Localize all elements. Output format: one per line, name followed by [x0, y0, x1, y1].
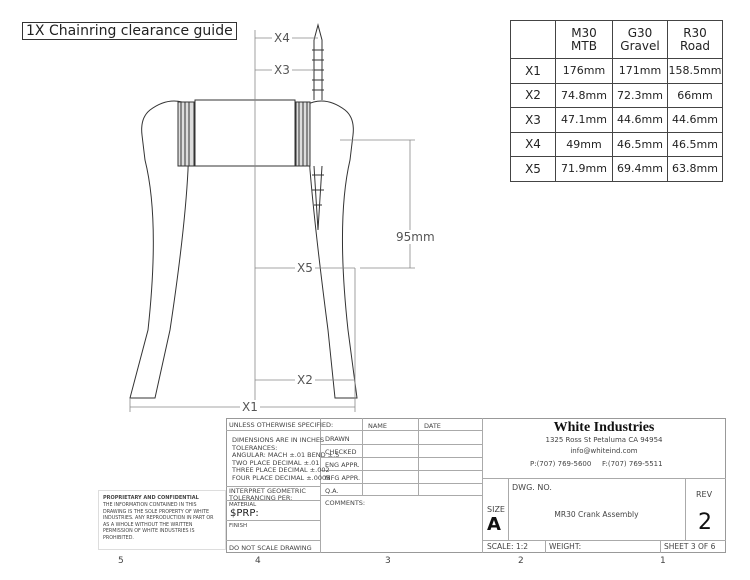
chainring	[313, 23, 323, 231]
tolerance-line: FOUR PLACE DECIMAL ±.0005	[232, 473, 331, 482]
table-cell: 69.4mm	[612, 156, 668, 182]
company-phone: P:(707) 769-5600	[530, 460, 592, 468]
scale-label: SCALE: 1:2	[487, 542, 529, 551]
unless-label: UNLESS OTHERWISE SPECIFIED:	[229, 421, 334, 429]
approval-role: CHECKED	[325, 448, 357, 456]
approval-role: DRAWN	[325, 435, 350, 443]
zone-2: 2	[518, 556, 524, 566]
sheet-label: SHEET 3 OF 6	[664, 542, 716, 551]
material-value: $PRP:	[230, 508, 259, 519]
size-value: A	[487, 514, 501, 535]
size-label: SIZE	[487, 505, 505, 514]
table-cell: 176mm	[555, 58, 613, 84]
tolerance-line: DIMENSIONS ARE IN INCHES	[232, 436, 325, 444]
part-name: MR30 Crank Assembly	[554, 510, 639, 519]
table-cell: 44.6mm	[667, 107, 723, 133]
dim-x1: X1	[240, 400, 260, 414]
comments-label: COMMENTS:	[325, 499, 366, 507]
table-cell: 74.8mm	[555, 82, 613, 108]
no-scale-label: DO NOT SCALE DRAWING	[229, 544, 312, 552]
zone-5: 5	[118, 556, 124, 566]
table-cell: 44.6mm	[612, 107, 668, 133]
name-header: NAME	[368, 422, 388, 430]
rev-value: 2	[698, 510, 712, 535]
dim-x3: X3	[272, 63, 292, 77]
dimension-lines	[129, 30, 415, 412]
table-cell: 72.3mm	[612, 82, 668, 108]
table-cell: 66mm	[667, 82, 723, 108]
table-cell: 63.8mm	[667, 156, 723, 182]
dim-x5: X5	[295, 261, 315, 275]
row-label: X2	[510, 82, 556, 108]
rev-label: REV	[696, 490, 713, 499]
weight-label: WEIGHT:	[549, 542, 582, 551]
date-header: DATE	[424, 422, 441, 430]
table-cell: 46.5mm	[612, 131, 668, 157]
dim-95mm: 95mm	[394, 230, 437, 244]
approval-role: ENG APPR.	[325, 461, 360, 469]
drawing-title: 1X Chainring clearance guide	[22, 22, 237, 40]
company-address: 1325 Ross St Petaluma CA 94954	[545, 436, 663, 444]
title-block	[226, 418, 726, 553]
tolerance-line: TOLERANCES:	[232, 443, 278, 452]
zone-4: 4	[255, 556, 261, 566]
company-name: White Industries	[553, 420, 655, 435]
table-cell: 158.5mm	[667, 58, 723, 84]
dim-x4: X4	[272, 31, 292, 45]
company-email: info@whiteind.com	[570, 447, 638, 455]
finish-label: FINISH	[229, 523, 248, 529]
approval-role: MFG APPR.	[325, 474, 361, 482]
tolerance-line: TWO PLACE DECIMAL ±.01	[232, 458, 320, 467]
zone-3: 3	[385, 556, 391, 566]
table-cell: 47.1mm	[555, 107, 613, 133]
dim-x2: X2	[295, 373, 315, 387]
company-fax: F:(707) 769-5511	[602, 460, 663, 468]
approval-role: Q.A.	[325, 487, 339, 495]
table-corner	[510, 20, 556, 59]
tolerance-line: THREE PLACE DECIMAL ±.002	[232, 466, 330, 474]
proprietary-notice: PROPRIETARY AND CONFIDENTIAL THE INFORMA…	[98, 490, 226, 550]
row-label: X3	[510, 107, 556, 133]
spindle	[194, 99, 296, 167]
row-label: X1	[510, 58, 556, 84]
table-cell: 171mm	[612, 58, 668, 84]
table-cell: 71.9mm	[555, 156, 613, 182]
zone-1: 1	[660, 556, 666, 566]
material-label: MATERIAL	[229, 502, 257, 508]
tolerance-line: ANGULAR: MACH ±.01 BEND ±.5	[232, 451, 340, 459]
right-crank-arm	[305, 100, 358, 399]
dwg-no-label: DWG. NO.	[512, 483, 552, 492]
